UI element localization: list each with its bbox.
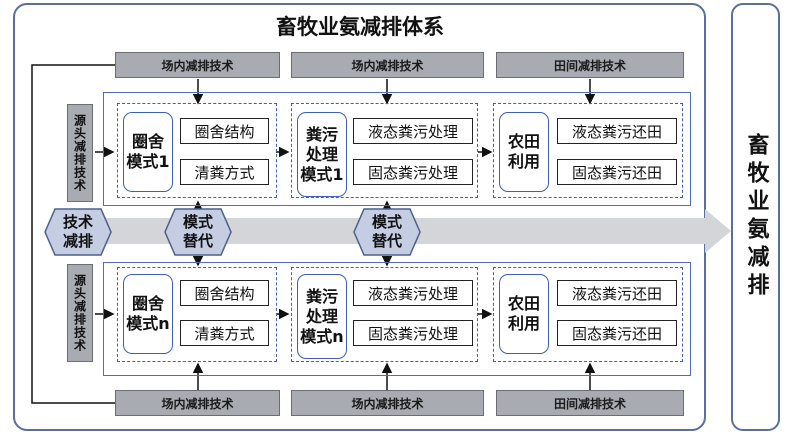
bottom-solid-field-return: 固态粪污还田 — [557, 320, 677, 346]
top-manure-mode: 粪污 处理 模式1 — [297, 112, 347, 197]
hexagon-mode-shape-1 — [164, 208, 232, 256]
source-reduction-bottom-label: 源头减排技术 — [72, 274, 87, 352]
tech-bar-top-2: 场内减排技术 — [291, 52, 484, 78]
source-reduction-top: 源头减排技术 — [67, 104, 93, 202]
bottom-housing-mode: 圈舍 模式n — [123, 274, 173, 354]
source-reduction-bottom: 源头减排技术 — [67, 264, 93, 362]
hexagon-tech-label: 技术 减排 — [62, 213, 93, 250]
tech-bar-top-3: 田间减排技术 — [496, 52, 684, 78]
bottom-manure-cleaning: 清粪方式 — [180, 320, 269, 346]
bottom-housing-structure: 圈舍结构 — [180, 280, 269, 306]
hexagon-tech-shape — [44, 208, 112, 256]
tech-bar-top-1: 场内减排技术 — [115, 52, 280, 78]
bottom-housing-group — [117, 267, 277, 362]
result-label: 畜牧业氨减排 — [743, 133, 769, 301]
bottom-liquid-treatment: 液态粪污处理 — [353, 280, 473, 306]
top-solid-field-return: 固态粪污还田 — [557, 159, 677, 185]
top-housing-group — [117, 103, 277, 198]
bottom-liquid-field-return: 液态粪污还田 — [557, 280, 677, 306]
top-field-mode: 农田 利用 — [499, 112, 549, 192]
top-solid-treatment: 固态粪污处理 — [353, 159, 473, 185]
hexagon-mode-label-2: 模式 替代 — [371, 213, 402, 250]
bottom-manure-mode: 粪污 处理 模式n — [297, 274, 347, 359]
top-housing-mode: 圈舍 模式1 — [123, 112, 173, 192]
left-bracket-line — [31, 64, 115, 404]
hexagon-mode-shape-2 — [353, 208, 421, 256]
tech-bar-bottom-1: 场内减排技术 — [115, 390, 280, 416]
top-field-group — [493, 103, 683, 198]
tech-bar-bottom-3: 田间减排技术 — [496, 390, 684, 416]
top-liquid-treatment: 液态粪污处理 — [353, 118, 473, 144]
top-liquid-field-return: 液态粪污还田 — [557, 118, 677, 144]
top-manure-group — [291, 103, 478, 198]
top-housing-structure: 圈舍结构 — [180, 118, 269, 144]
hexagon-mode-label-1: 模式 替代 — [182, 213, 213, 250]
tech-bar-bottom-2: 场内减排技术 — [291, 390, 484, 416]
bottom-manure-group — [291, 267, 478, 362]
source-reduction-top-label: 源头减排技术 — [72, 114, 87, 192]
bottom-field-group — [493, 267, 683, 362]
result-frame: 畜牧业氨减排 — [731, 3, 780, 431]
top-panel — [103, 92, 691, 206]
bottom-panel — [103, 262, 691, 376]
bottom-solid-treatment: 固态粪污处理 — [353, 320, 473, 346]
top-manure-cleaning: 清粪方式 — [180, 159, 269, 185]
diagram-title: 畜牧业氨减排体系 — [276, 15, 444, 39]
bottom-field-mode: 农田 利用 — [499, 274, 549, 354]
